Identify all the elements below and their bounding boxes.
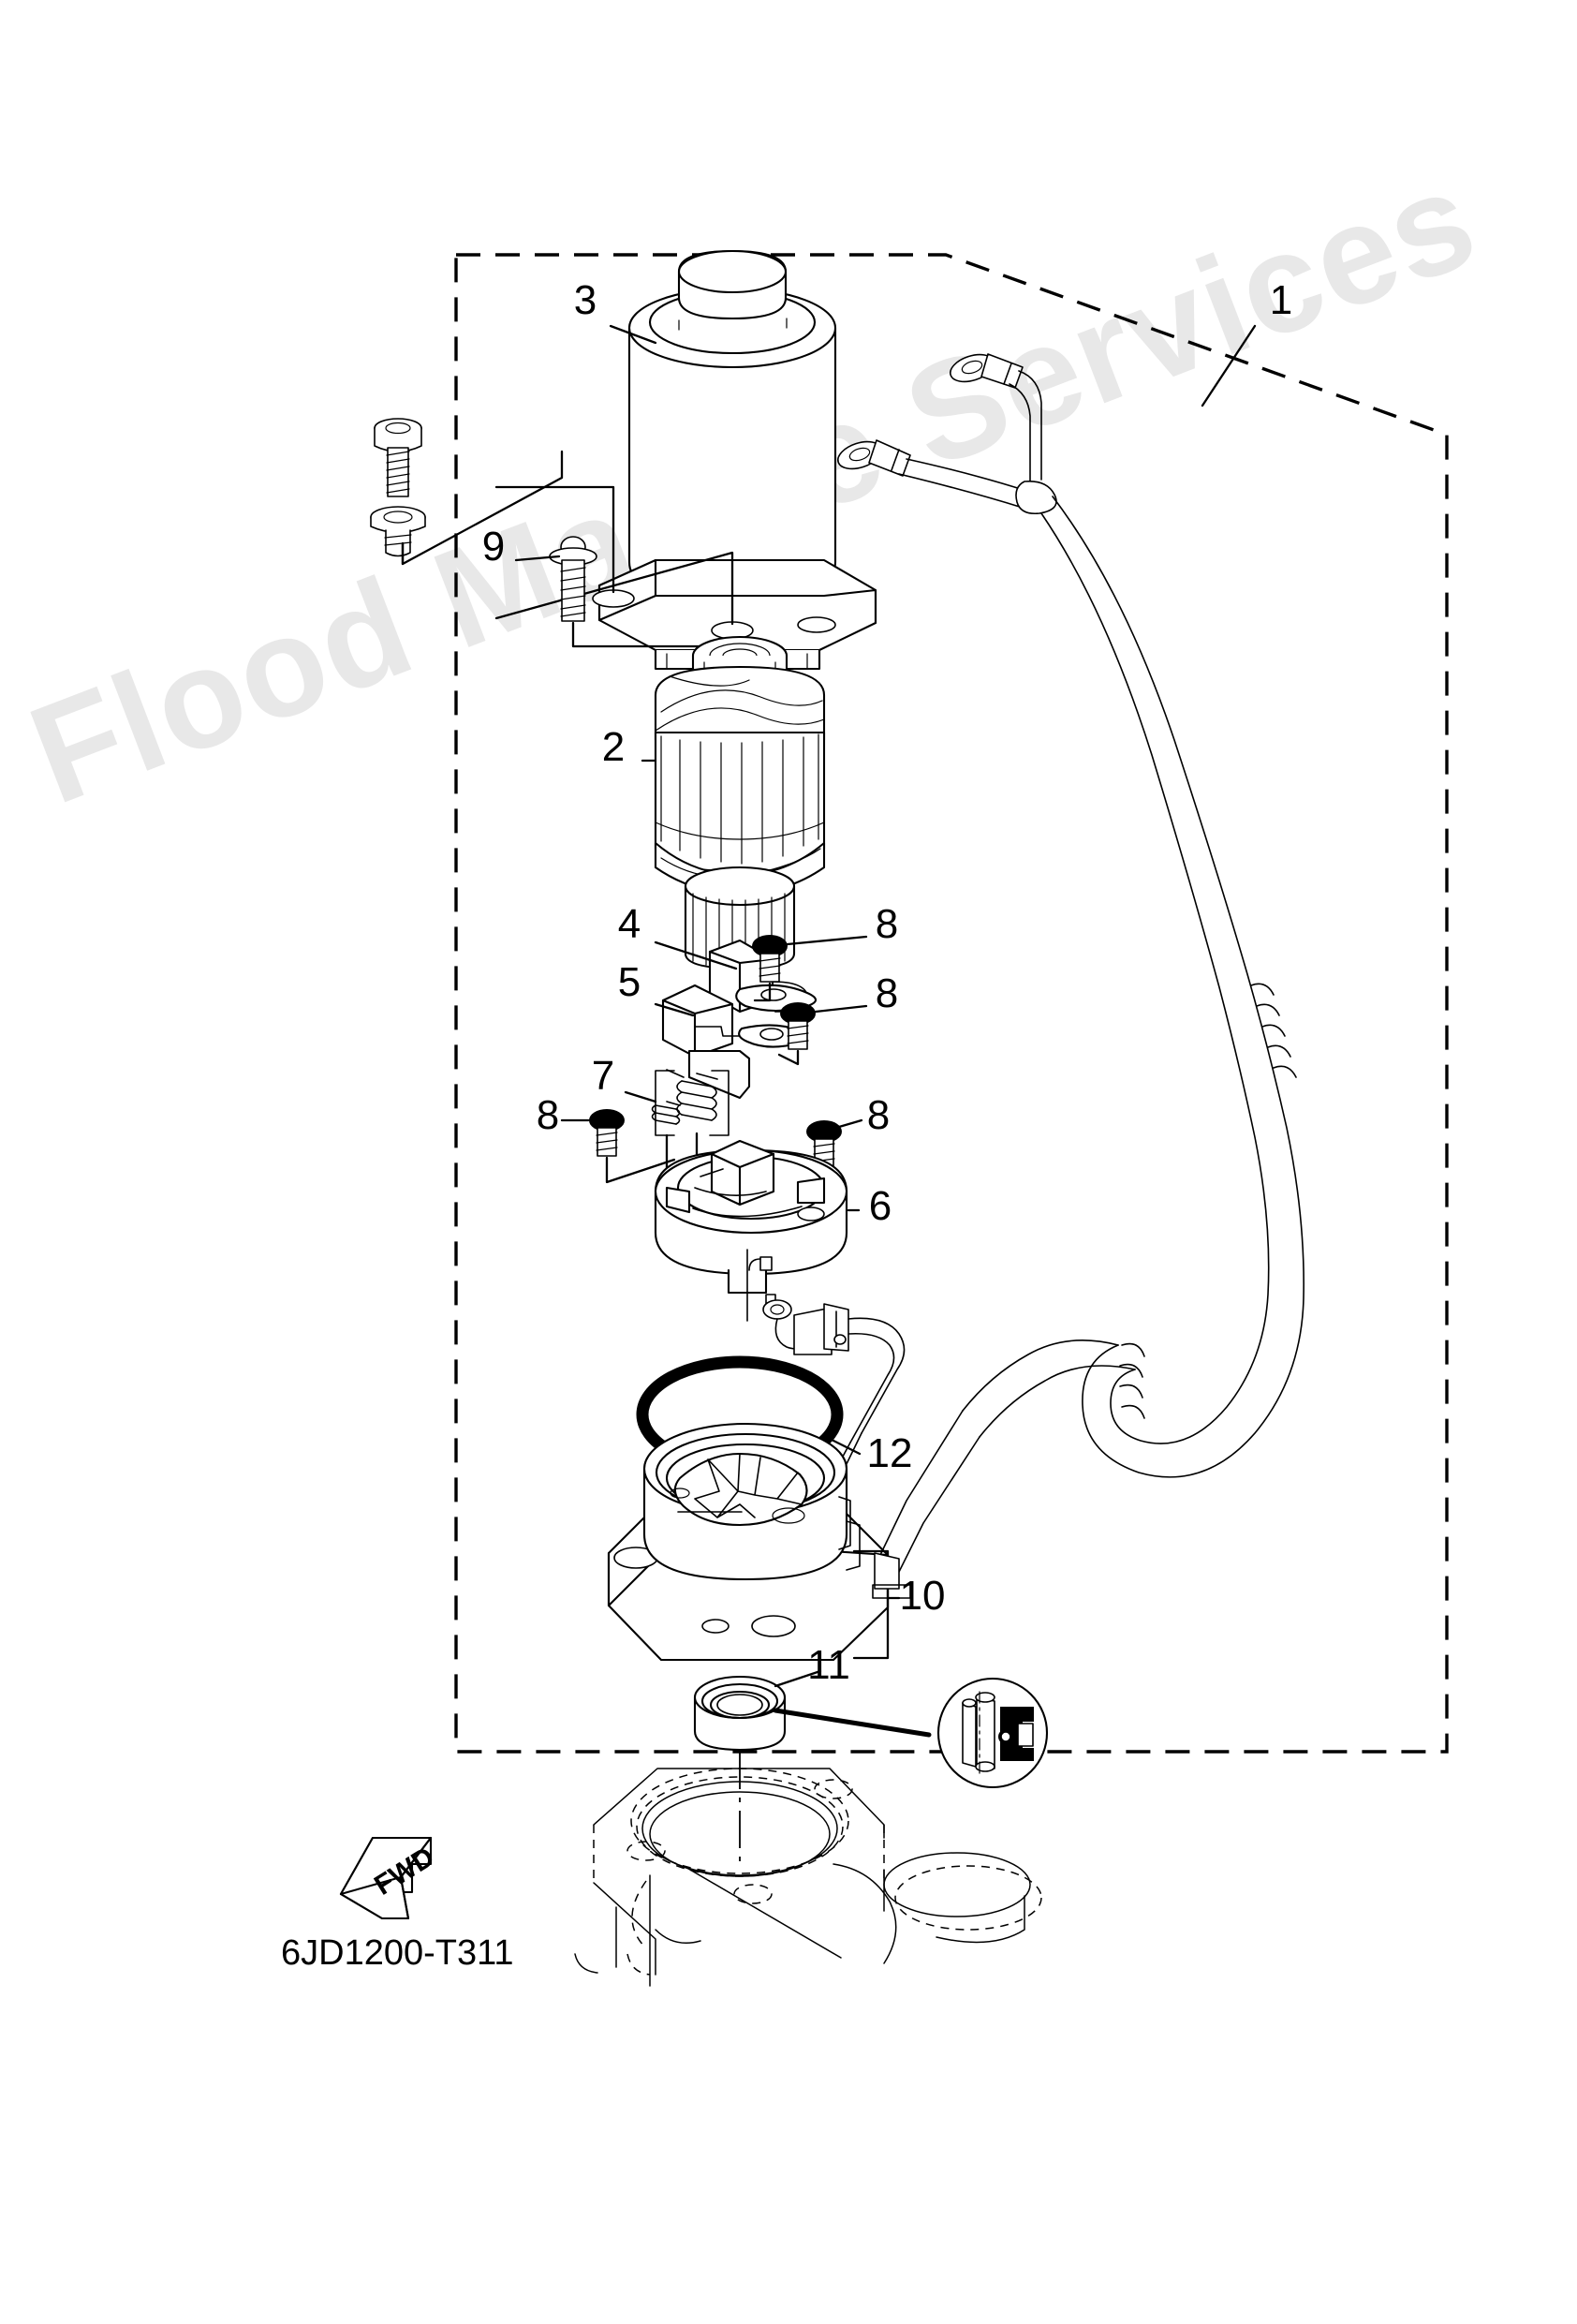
screw-8-top-right xyxy=(752,935,868,1002)
assembly-boundary xyxy=(454,253,1449,1754)
flange-bolt-9 xyxy=(514,536,714,648)
callout-3: 3 xyxy=(574,277,597,323)
screw-8-mid-right xyxy=(777,1002,868,1066)
callout-1: 1 xyxy=(1270,277,1292,323)
callout-1-leader xyxy=(1201,324,1257,407)
part-code-label: 6JD1200-T311 xyxy=(281,1933,514,1973)
callout-5: 5 xyxy=(618,959,641,1005)
callout-9: 9 xyxy=(482,524,505,570)
fwd-direction-arrow: FWD xyxy=(339,1836,440,1920)
callout-8-d: 8 xyxy=(867,1092,890,1138)
callout-8-a: 8 xyxy=(876,901,898,947)
callout-8-c: 8 xyxy=(537,1092,559,1138)
callout-11: 11 xyxy=(807,1642,850,1688)
motor-housing xyxy=(494,249,877,671)
tilt-cylinder-reference xyxy=(574,1768,1042,1987)
bearing-detail-circle xyxy=(936,1677,1049,1789)
motor-cable-harness xyxy=(837,353,1304,1599)
cable-corrugation-lower xyxy=(1119,1342,1145,1419)
cable-lead-upper xyxy=(950,353,1042,484)
screw-8-left xyxy=(560,1109,676,1184)
armature-assembly xyxy=(641,635,826,1002)
cable-lead-lower xyxy=(837,439,1027,509)
callout-4: 4 xyxy=(618,901,641,947)
mounting-bolt-and-nut-group xyxy=(370,418,564,566)
socket-bolt xyxy=(374,418,422,497)
brush-5 xyxy=(654,984,780,1100)
brush-holder-base-6 xyxy=(654,1139,861,1295)
bearing-11 xyxy=(693,1669,932,1752)
flange-nut xyxy=(370,506,426,557)
callout-8-b: 8 xyxy=(876,970,898,1016)
callout-6: 6 xyxy=(869,1183,892,1229)
oil-pump-housing-10 xyxy=(607,1422,901,1662)
callout-2: 2 xyxy=(602,724,625,770)
callout-7: 7 xyxy=(592,1053,614,1099)
callout-10: 10 xyxy=(900,1573,946,1619)
spring-small xyxy=(651,1101,681,1125)
callout-12: 12 xyxy=(867,1430,913,1476)
callout-numbers: 1 3 9 2 4 8 5 8 7 8 8 6 12 10 11 xyxy=(482,277,1292,1688)
cable-corrugation-upper xyxy=(1250,983,1297,1078)
